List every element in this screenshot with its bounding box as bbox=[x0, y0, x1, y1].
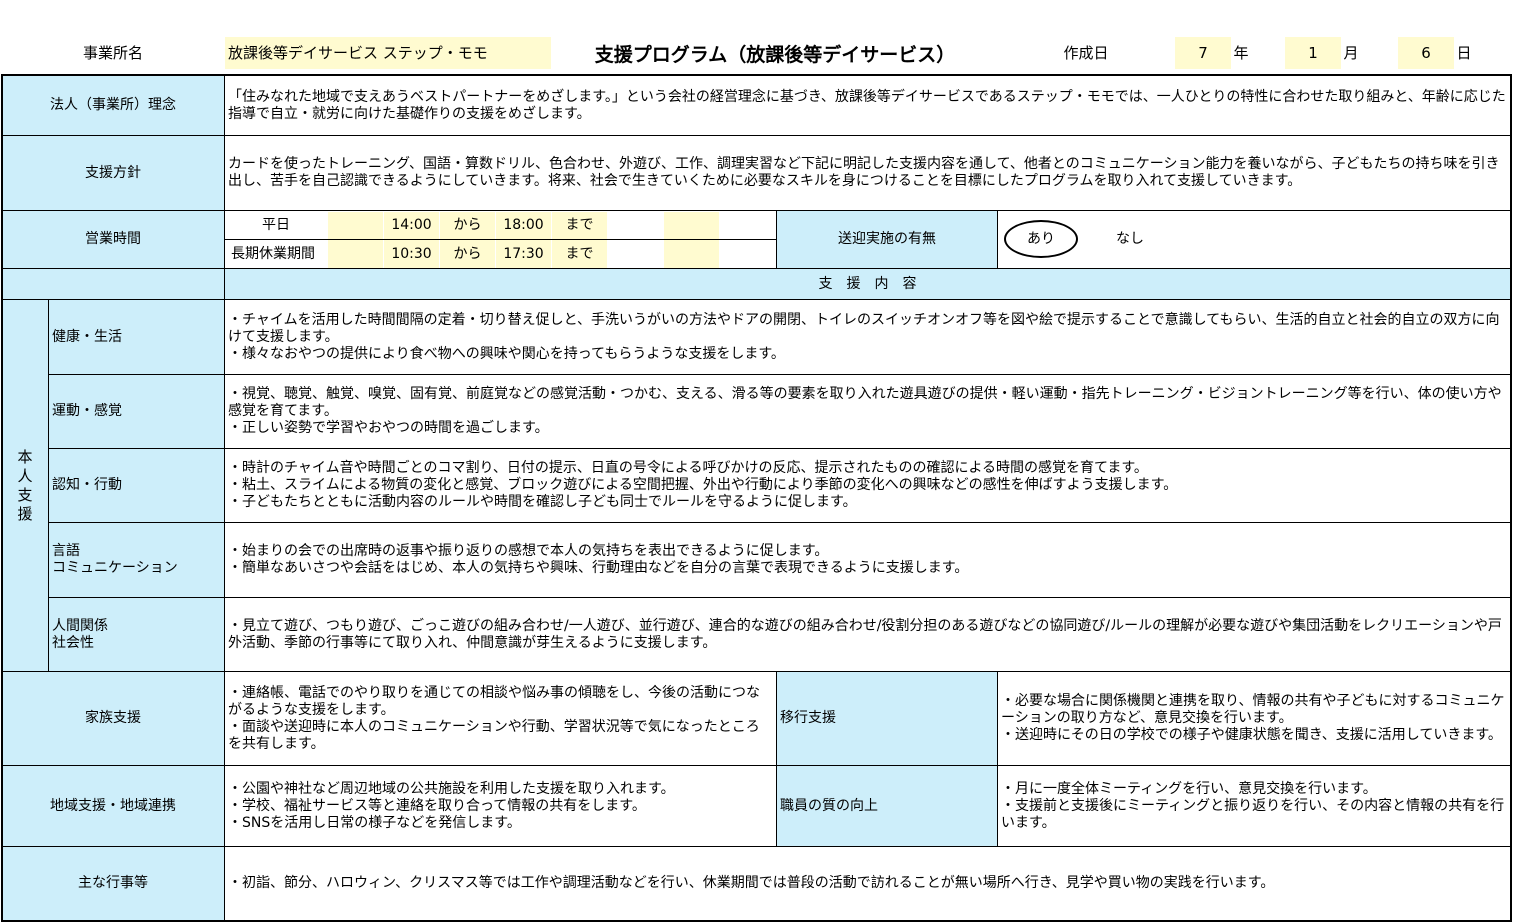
row-label-health: 健康・生活 bbox=[52, 328, 122, 345]
events-label: 主な行事等 bbox=[78, 875, 148, 891]
date-label: 作成日 bbox=[1063, 44, 1109, 62]
personal-support-label-cell: 本人支援 bbox=[2, 300, 48, 671]
row-label-motor: 運動・感覚 bbox=[52, 403, 122, 419]
weekday-end[interactable]: 18:00 bbox=[503, 217, 544, 233]
holiday-from: から bbox=[453, 245, 482, 262]
row-text-health: ・チャイムを活用した時間間隔の定着・切り替え促しと、手洗いうがいの方法やドアの開… bbox=[228, 311, 1500, 362]
row-label-social: 人間関係 社会性 bbox=[52, 617, 108, 651]
holiday-start[interactable]: 10:30 bbox=[391, 245, 432, 262]
events-text: ・初詣、節分、ハロウィン、クリスマス等では工作や調理活動などを行い、休業期間では… bbox=[228, 875, 1275, 891]
row-label-communication: 言語 コミュニケーション bbox=[52, 543, 178, 576]
holiday-to: まで bbox=[565, 245, 594, 262]
month-unit: 月 bbox=[1343, 44, 1359, 62]
office-name-field[interactable]: 放課後等デイサービス ステップ・モモ bbox=[225, 37, 551, 69]
office-label: 事業所名 bbox=[82, 44, 143, 62]
holiday-label: 長期休業期間 bbox=[231, 245, 315, 262]
family-text: ・連絡帳、電話でのやり取りを通じての相談や悩み事の傾聴をし、今後の活動につながる… bbox=[228, 684, 760, 752]
weekday-label: 平日 bbox=[262, 217, 290, 233]
support-content-header: 支 援 内 容 bbox=[818, 275, 917, 292]
year-unit: 年 bbox=[1233, 44, 1249, 62]
selected-option-circle bbox=[1004, 220, 1078, 258]
transition-label: 移行支援 bbox=[780, 710, 836, 726]
page-title: 支援プログラム（放課後等デイサービス） bbox=[594, 43, 956, 66]
row-text-motor: ・視覚、聴覚、触覚、嗅覚、固有覚、前庭覚などの感覚活動・つかむ、支える、滑る等の… bbox=[228, 386, 1502, 436]
transition-text: ・必要な場合に関係機関と連携を取り、情報の共有や子どもに対するコミュニケーション… bbox=[1001, 693, 1505, 743]
family-label: 家族支援 bbox=[85, 710, 141, 726]
transport-label-bg bbox=[776, 211, 997, 268]
row-label-cognition: 認知・行動 bbox=[52, 477, 122, 493]
weekday-to: まで bbox=[565, 217, 594, 233]
transport-label: 送迎実施の有無 bbox=[838, 231, 936, 247]
support-content-band bbox=[224, 268, 1511, 299]
day-field[interactable]: 6 bbox=[1398, 37, 1454, 69]
hours-label: 営業時間 bbox=[85, 231, 141, 247]
staff-label: 職員の質の向上 bbox=[780, 797, 878, 814]
community-label: 地域支援・地域連携 bbox=[50, 797, 176, 814]
holiday-end[interactable]: 17:30 bbox=[503, 245, 544, 262]
row-text-cognition: ・時計のチャイム音や時間ごとのコマ割り、日付の提示、日直の号令による呼びかけの反… bbox=[228, 460, 1178, 510]
day-unit: 日 bbox=[1456, 44, 1472, 62]
personal-support-label: 本人支援 bbox=[17, 447, 33, 523]
transport-no-option[interactable]: なし bbox=[1116, 230, 1144, 247]
staff-text: ・月に一度全体ミーティングを行い、意見交換を行います。 ・支援前と支援後にミーテ… bbox=[1001, 780, 1505, 831]
month-field[interactable]: 1 bbox=[1285, 37, 1341, 69]
weekday-start[interactable]: 14:00 bbox=[391, 217, 432, 233]
community-text: ・公園や神社など周辺地域の公共施設を利用した支援を取り入れます。 ・学校、福祉サ… bbox=[228, 780, 675, 831]
row-text-communication: ・始まりの会での出席時の返事や振り返りの感想で本人の気持ちを表出できるように促し… bbox=[228, 543, 969, 576]
mid-label-bg bbox=[776, 671, 997, 846]
policy-text: カードを使ったトレーニング、国語・算数ドリル、色合わせ、外遊び、工作、調理実習な… bbox=[228, 156, 1500, 189]
row-text-social: ・見立て遊び、つもり遊び、ごっこ遊びの組み合わせ/一人遊び、並行遊び、連合的な遊… bbox=[228, 617, 1502, 651]
policy-label: 支援方針 bbox=[85, 164, 141, 181]
weekday-from: から bbox=[453, 217, 482, 233]
philosophy-text: 「住みなれた地域で支えあうベストパートナーをめざします。」という会社の経営理念に… bbox=[228, 88, 1506, 122]
transport-yes-option[interactable]: あり bbox=[1027, 230, 1055, 247]
left-label-column bbox=[2, 76, 224, 921]
philosophy-label: 法人（事業所）理念 bbox=[50, 97, 176, 113]
year-field[interactable]: 7 bbox=[1175, 37, 1231, 69]
